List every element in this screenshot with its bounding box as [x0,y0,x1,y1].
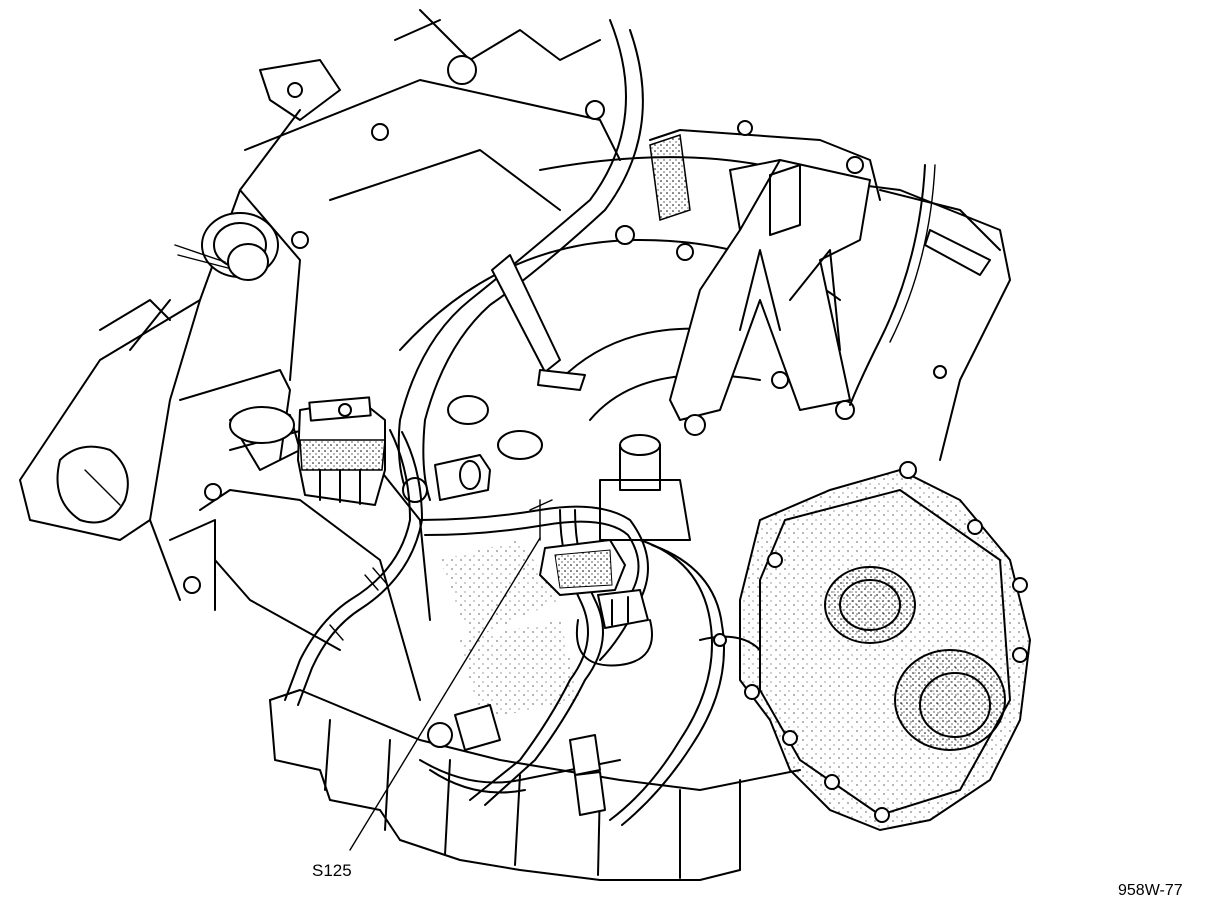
end-cover [713,461,1032,832]
engine-block [19,9,621,601]
engine-mount-damper [174,212,279,281]
input-speed-sensor [402,454,491,503]
transaxle-housing [399,129,1011,461]
engine-bolts [287,55,605,249]
figure-id: 958W-77 [1118,882,1183,899]
cooler-line-bracket [491,254,586,391]
upper-right-wire [849,164,936,406]
callout-leader-line [349,537,541,851]
cooler-line [397,19,644,501]
oil-pan [269,540,801,881]
housing-bosses [447,395,691,541]
output-speed-sensor [427,704,606,816]
harness-connector [539,539,653,667]
mount-bracket [615,120,947,436]
splice-label: S125 [312,861,352,880]
splice-callout [349,499,553,851]
solenoid-connector [297,396,386,506]
